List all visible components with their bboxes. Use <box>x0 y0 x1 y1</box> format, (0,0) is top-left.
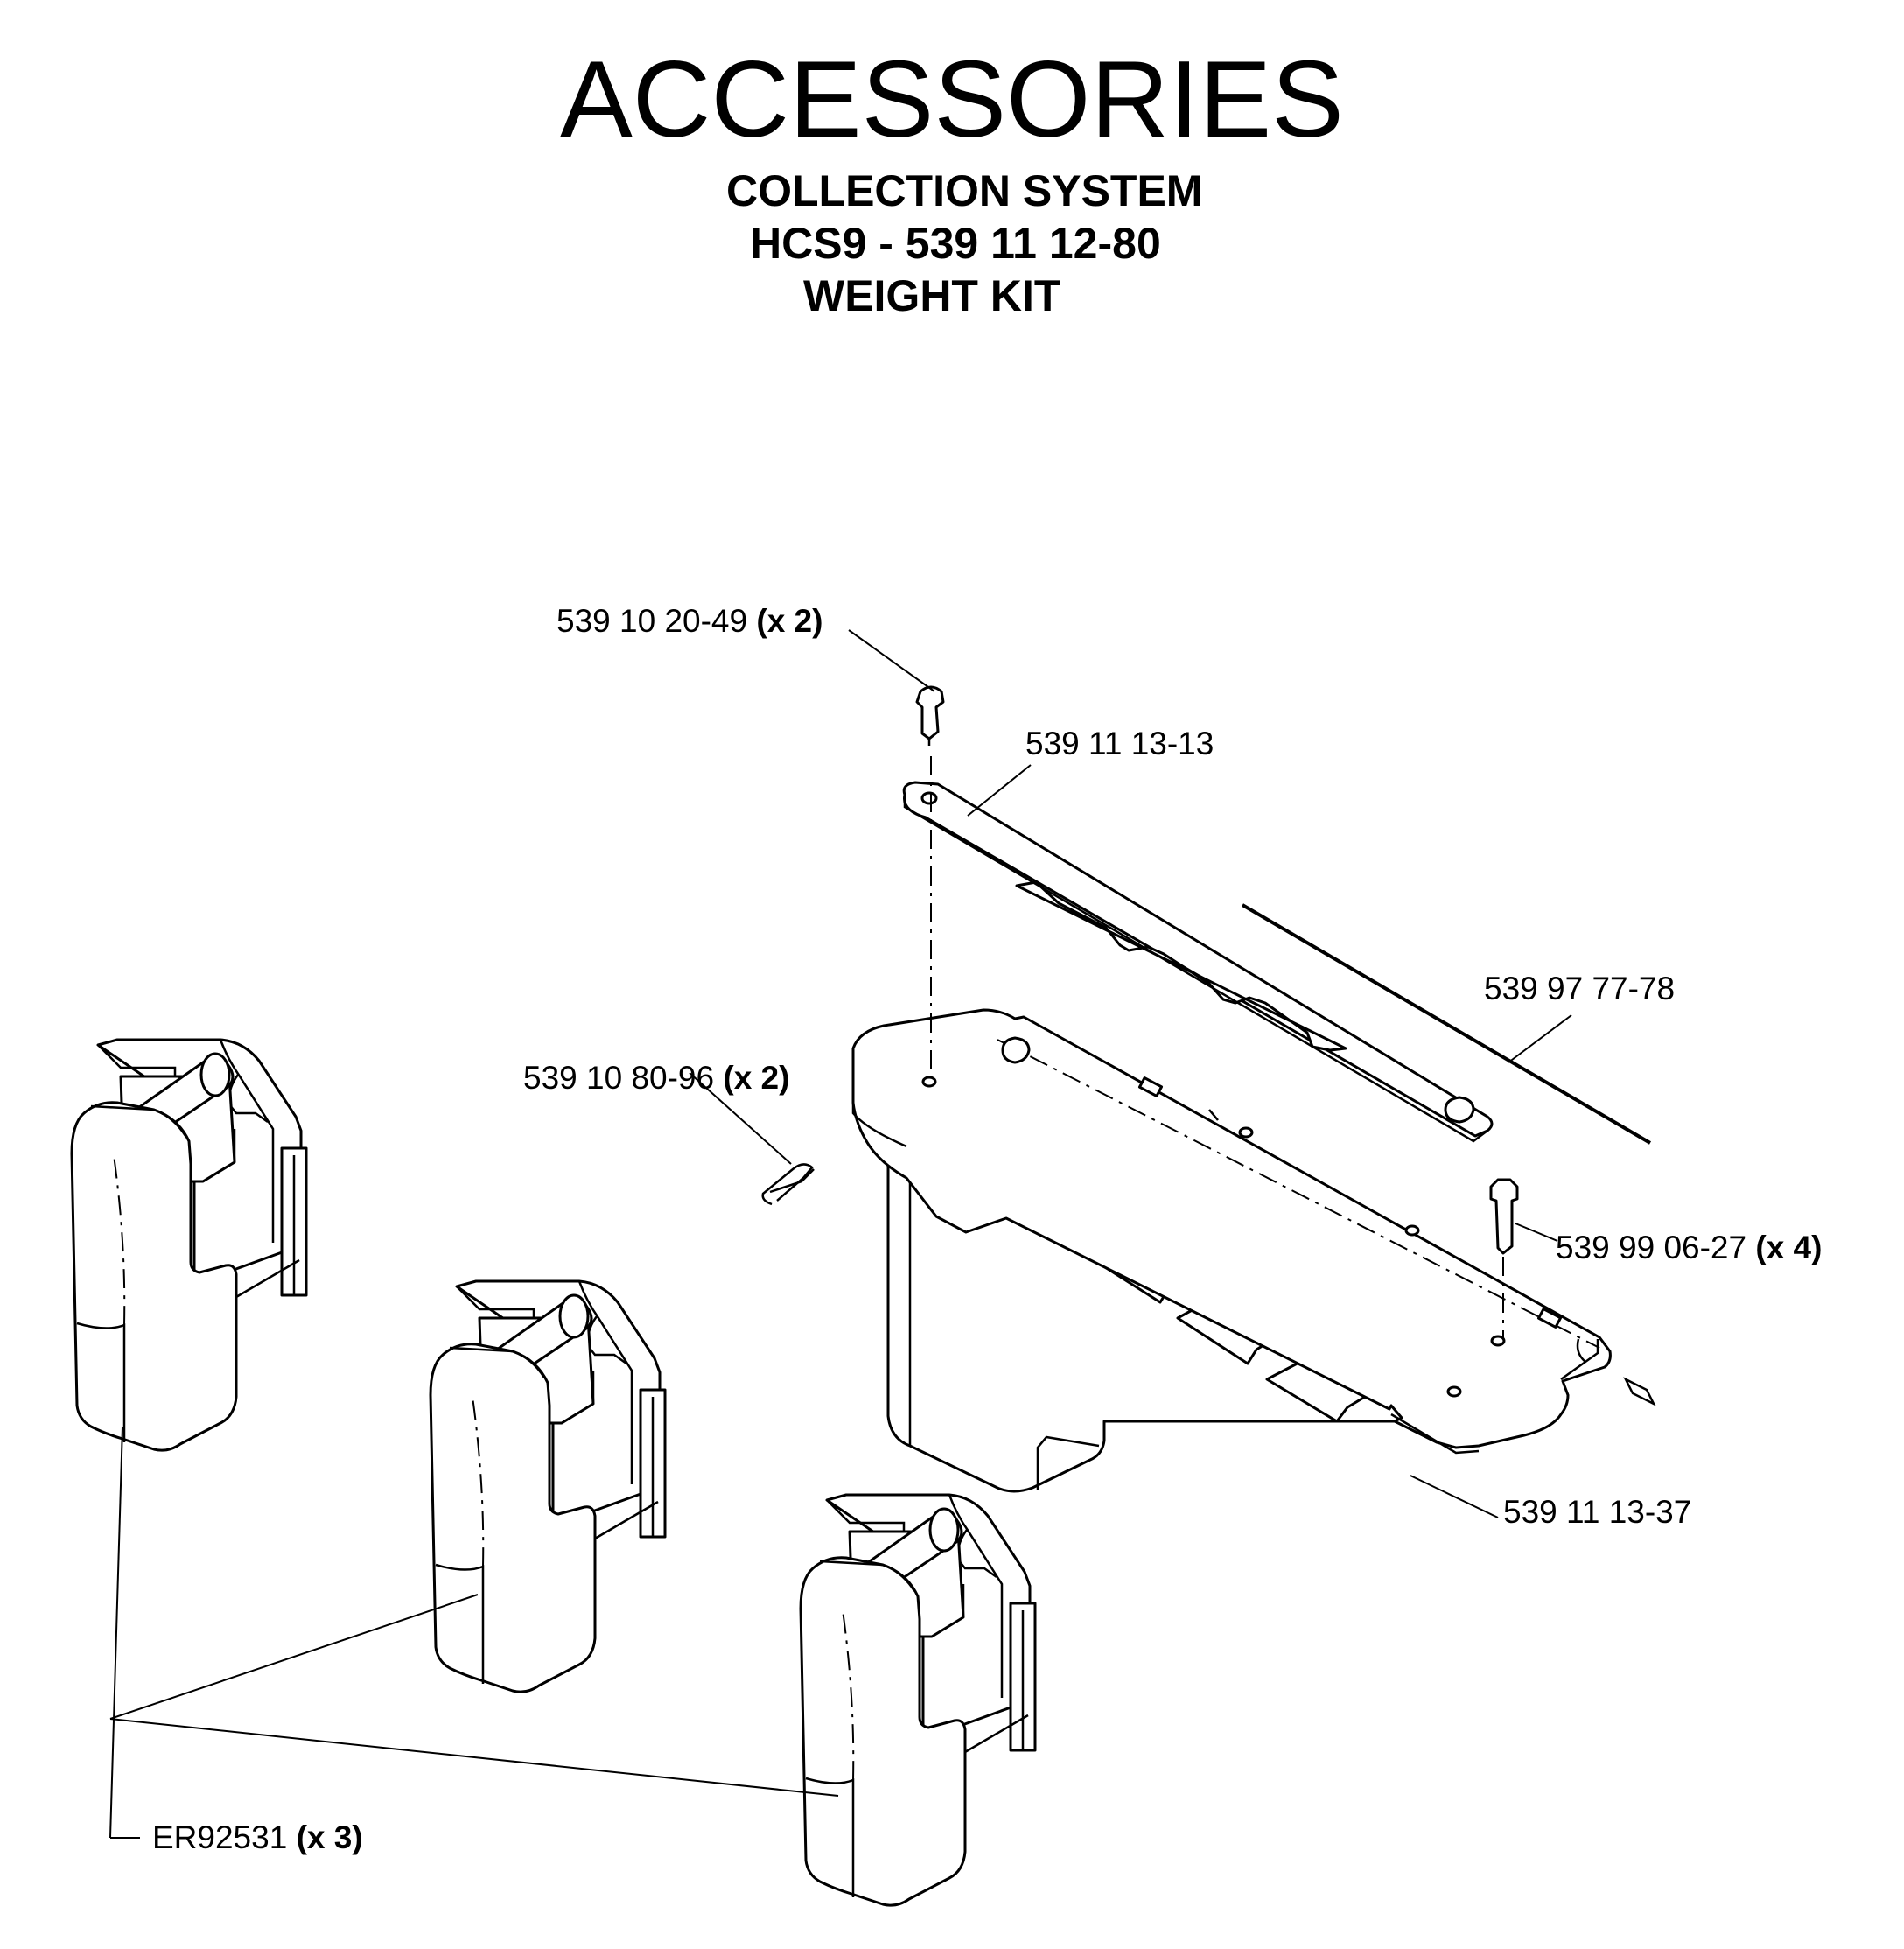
page-title: ACCESSORIES <box>560 39 1344 160</box>
subtitle-kit-number: HCS9 - 539 11 12-80 <box>750 219 1161 268</box>
bolt-539-99-06-27 <box>1489 1178 1519 1339</box>
callout-539-99-06-27: 539 99 06-27 (x 4) <box>1556 1230 1822 1265</box>
callout-539-97-77-78: 539 97 77-78 <box>1484 971 1675 1006</box>
weight-er92531-1 <box>70 1038 308 1452</box>
callout-539-11-13-13: 539 11 13-13 <box>1026 726 1214 761</box>
plate-539-11-13-13 <box>902 781 1494 1143</box>
rod-539-97-77-78 <box>1241 903 1652 1145</box>
weight-er92531-2 <box>429 1279 667 1693</box>
weight-holder-539-11-13-37 <box>851 1008 1612 1493</box>
callout-539-11-13-37: 539 11 13-37 <box>1503 1494 1691 1530</box>
leader-lines <box>109 629 1572 1839</box>
subtitle-weight-kit: WEIGHT KIT <box>803 271 1061 320</box>
hairpin-clip-539-10-80-96 <box>761 1163 815 1206</box>
subtitle-collection-system: COLLECTION SYSTEM <box>726 166 1203 215</box>
callout-539-10-80-96: 539 10 80-96 (x 2) <box>523 1060 789 1096</box>
callout-er92531: ER92531 (x 3) <box>152 1819 363 1855</box>
weight-er92531-3 <box>799 1493 1037 1907</box>
callout-539-10-20-49: 539 10 20-49 (x 2) <box>556 603 822 639</box>
rod-end <box>1623 1377 1656 1406</box>
clevis-pin-539-10-20-49 <box>915 685 945 746</box>
